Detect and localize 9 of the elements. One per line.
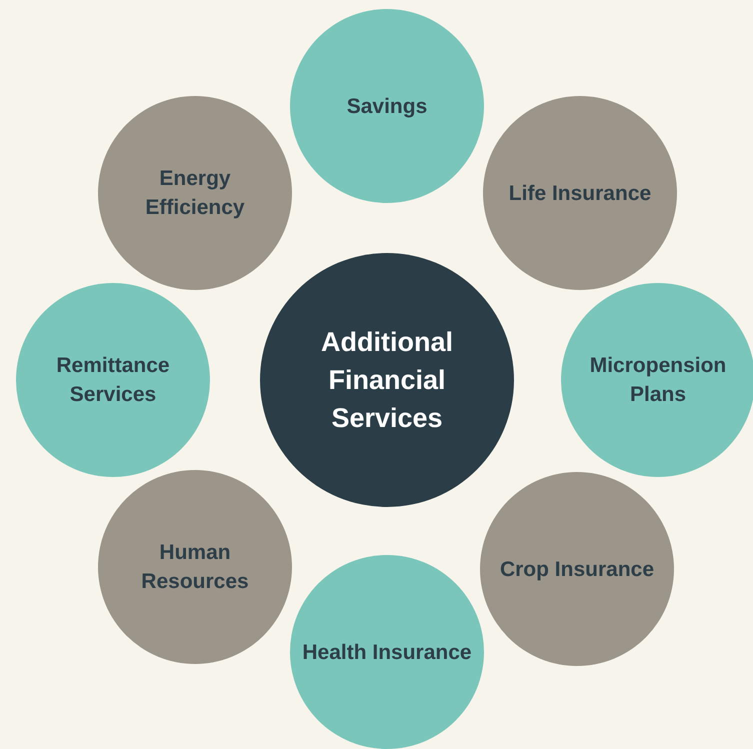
node-label: Life Insurance	[508, 180, 652, 206]
node-label: Energy Efficiency	[144, 166, 246, 221]
node-label: Health Insurance	[302, 640, 472, 666]
node-label: Remittance Services	[55, 353, 171, 408]
node-label: Human Resources	[140, 540, 250, 595]
node-label: Crop Insurance	[498, 556, 656, 582]
node-label: Savings	[346, 94, 428, 120]
node-label: Micropension Plans	[588, 353, 728, 408]
node-label: Additional Financial Services	[320, 326, 454, 435]
